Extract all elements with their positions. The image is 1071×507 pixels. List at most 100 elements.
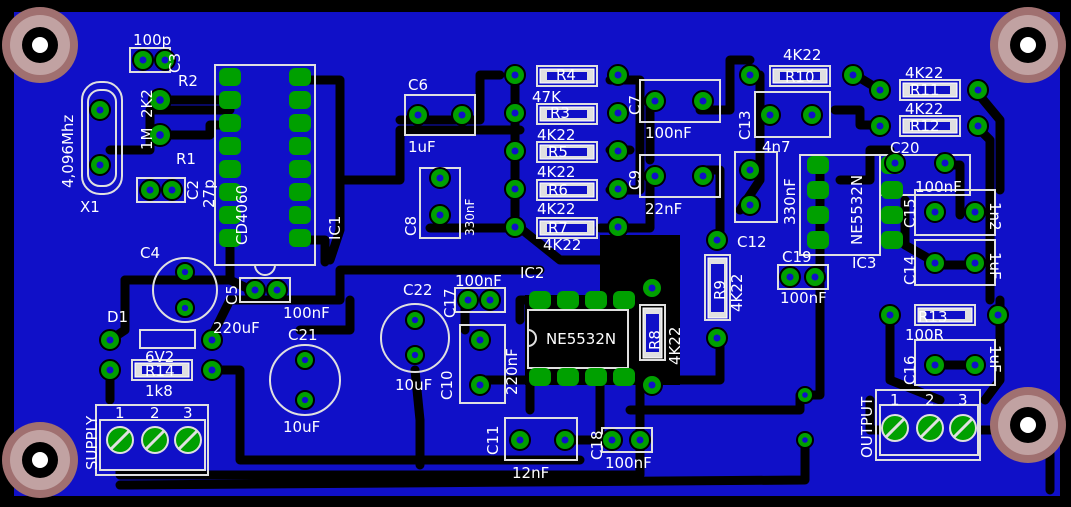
- pad-drill: [974, 86, 982, 94]
- pad-drill: [699, 97, 707, 105]
- ic-pad: [529, 368, 551, 386]
- c13-label: C13: [736, 110, 754, 140]
- r6-label: R6: [548, 181, 568, 199]
- ic-pad: [585, 291, 607, 309]
- r13-label: R13: [918, 308, 948, 326]
- pad-drill: [516, 436, 524, 444]
- pad-drill: [931, 259, 939, 267]
- c4-label: C4: [140, 244, 160, 262]
- pad-drill: [614, 109, 622, 117]
- pad-drill: [511, 109, 519, 117]
- pad-drill: [608, 436, 616, 444]
- pad-drill: [181, 268, 189, 276]
- c10-value: 220nF: [503, 348, 521, 395]
- r5-value: 4K22: [537, 163, 575, 181]
- ic-pad: [289, 206, 311, 224]
- c14-value: 1uF: [986, 252, 1004, 280]
- ic-pad: [219, 229, 241, 247]
- pad-drill: [876, 122, 884, 130]
- pad-drill: [808, 111, 816, 119]
- pad-drill: [414, 111, 422, 119]
- terminal-screw-slot: [109, 429, 131, 451]
- pad-drill: [974, 122, 982, 130]
- pad-drill: [849, 71, 857, 79]
- crystal-frequency: 4,096Mhz: [59, 115, 77, 188]
- ic-pad: [881, 181, 903, 199]
- pad-drill: [651, 97, 659, 105]
- c15-label: C15: [901, 198, 919, 228]
- terminal-screw-slot: [177, 429, 199, 451]
- r9-value: 4K22: [728, 274, 746, 312]
- r7-value: 4K22: [543, 236, 581, 254]
- pad-drill: [876, 86, 884, 94]
- ic-pad: [881, 231, 903, 249]
- c7-value: 100nF: [645, 124, 692, 142]
- pad-drill: [931, 208, 939, 216]
- c3-value: 100p: [133, 31, 171, 49]
- ic-pad: [289, 68, 311, 86]
- c21-label: C21: [288, 326, 318, 344]
- r12-value: 4K22: [905, 100, 943, 118]
- c2-label: C2: [184, 180, 202, 200]
- c4-value: 220uF: [213, 319, 260, 337]
- pad-drill: [511, 147, 519, 155]
- c19-label: C19: [782, 248, 812, 266]
- ic1-label: IC1: [326, 216, 344, 240]
- ic-pad: [807, 206, 829, 224]
- terminal-screw-slot: [144, 429, 166, 451]
- r10-value: 4K22: [783, 46, 821, 64]
- ic-pad: [219, 91, 241, 109]
- terminal-screw-slot: [919, 417, 941, 439]
- ic2-label: IC2: [520, 264, 544, 282]
- pad-drill: [476, 336, 484, 344]
- c18-value: 100nF: [605, 454, 652, 472]
- resistor-cores: [142, 72, 965, 374]
- c20-label: C20: [890, 139, 920, 157]
- labels: 100p C3 R2 2K2 1M R1 4,096Mhz X1 C2 27p …: [59, 31, 1004, 482]
- pad-drill: [648, 381, 656, 389]
- c21-value: 10uF: [283, 418, 320, 436]
- r14-label: R14: [145, 362, 175, 380]
- r2-label: R2: [178, 72, 198, 90]
- pad-drill: [96, 106, 104, 114]
- c16-label: C16: [901, 355, 919, 385]
- c9-label: C9: [626, 170, 644, 190]
- pad-drill: [458, 111, 466, 119]
- pad-drill: [971, 361, 979, 369]
- pad-drill: [941, 159, 949, 167]
- pad-drill: [511, 223, 519, 231]
- c18-label: C18: [588, 430, 606, 460]
- ic-pad: [219, 206, 241, 224]
- r4-label: R4: [556, 66, 576, 84]
- mount-hole-bottom-right: [990, 387, 1066, 463]
- pad-drill: [161, 56, 169, 64]
- pad-drill: [614, 71, 622, 79]
- pad-drill: [476, 381, 484, 389]
- supply-pin-2: 2: [150, 404, 160, 422]
- c15-value: 1n2: [986, 202, 1004, 231]
- c17-value: 100nF: [455, 272, 502, 290]
- c19-value: 100nF: [780, 289, 827, 307]
- pad-drill: [464, 296, 472, 304]
- pad-drill: [971, 259, 979, 267]
- c5-value: 100nF: [283, 304, 330, 322]
- pad-drill: [146, 186, 154, 194]
- pads: [89, 49, 1009, 454]
- pad-drill: [699, 172, 707, 180]
- c10-label: C10: [438, 370, 456, 400]
- silkscreen: [81, 47, 996, 476]
- pad-drill: [651, 172, 659, 180]
- pad-drill: [891, 159, 899, 167]
- pad-drill: [811, 273, 819, 281]
- pad-drill: [786, 273, 794, 281]
- ic-pad: [585, 368, 607, 386]
- c13-value: 4n7: [762, 138, 791, 156]
- terminal-screw-slot: [884, 417, 906, 439]
- ic-pad: [219, 160, 241, 178]
- ic1-type: CD4060: [233, 185, 251, 245]
- pad-drill: [561, 436, 569, 444]
- pad-drill: [511, 185, 519, 193]
- pad-drill: [486, 296, 494, 304]
- supply-label: SUPPLY: [83, 415, 101, 470]
- pad-drill: [156, 131, 164, 139]
